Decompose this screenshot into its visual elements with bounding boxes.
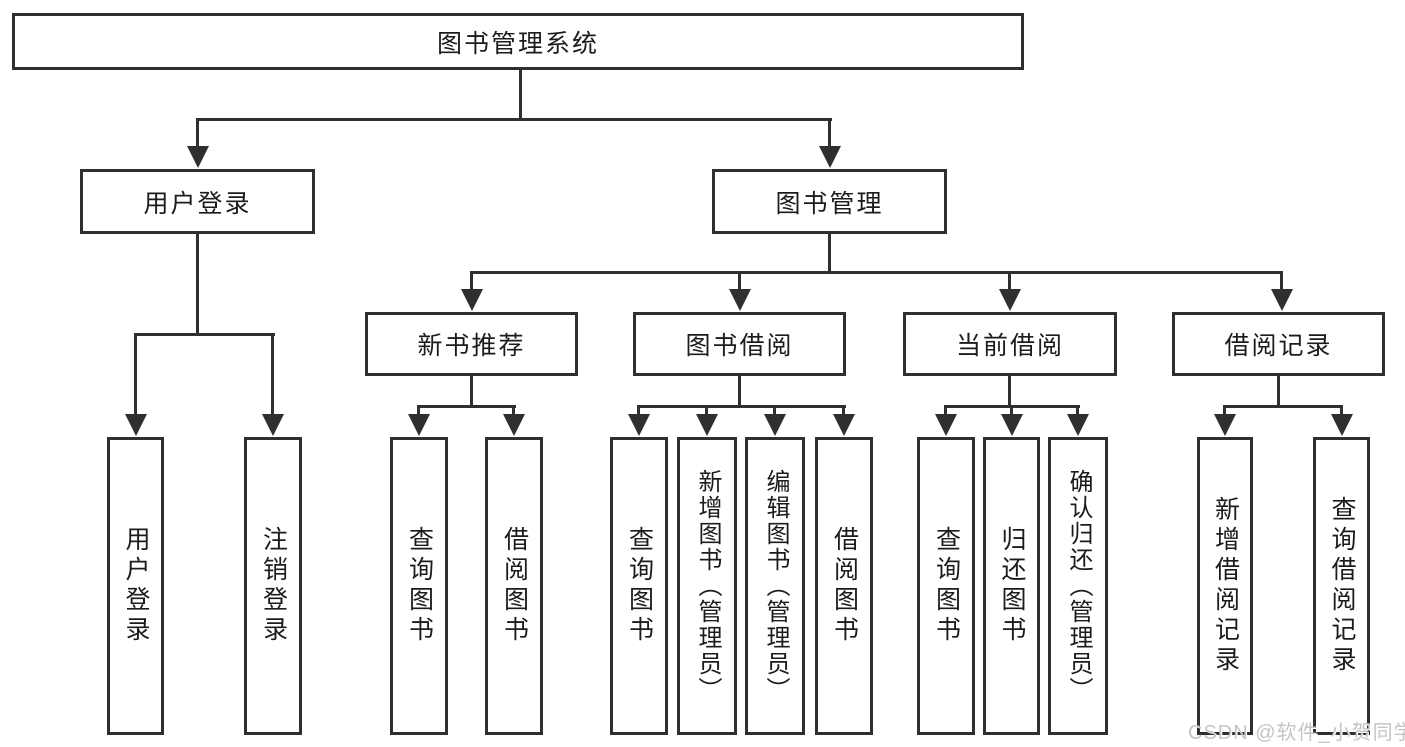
leaf-user-login-label: 用户登录 bbox=[122, 526, 150, 646]
connector-line bbox=[1076, 405, 1079, 414]
leaf-bb-add: 新增图书（管理员） bbox=[677, 437, 737, 735]
connector-line bbox=[271, 333, 274, 414]
connector-line bbox=[470, 271, 1283, 274]
leaf-cb-return-label: 归还图书 bbox=[998, 526, 1026, 646]
leaf-logout-label: 注销登录 bbox=[259, 526, 288, 646]
arrow-down-icon bbox=[935, 414, 957, 436]
node-root: 图书管理系统 bbox=[12, 13, 1024, 70]
arrow-down-icon bbox=[460, 289, 483, 311]
arrow-down-icon bbox=[1330, 414, 1353, 436]
arrow-down-icon bbox=[261, 414, 284, 436]
node-book-mgmt-label: 图书管理 bbox=[775, 189, 884, 218]
node-book-mgmt: 图书管理 bbox=[712, 169, 947, 234]
connector-line bbox=[738, 271, 741, 289]
leaf-nb-borrow-label: 借阅图书 bbox=[500, 526, 529, 646]
connector-line bbox=[1280, 271, 1283, 289]
arrow-down-icon bbox=[124, 414, 147, 436]
connector-line bbox=[842, 405, 845, 414]
node-new-books: 新书推荐 bbox=[365, 312, 578, 376]
leaf-bb-query: 查询图书 bbox=[610, 437, 668, 735]
arrow-down-icon bbox=[1270, 289, 1293, 311]
connector-line bbox=[1277, 376, 1280, 408]
arrow-down-icon bbox=[1067, 414, 1089, 436]
connector-line bbox=[1008, 376, 1011, 408]
node-root-label: 图书管理系统 bbox=[436, 29, 599, 58]
connector-line bbox=[828, 233, 831, 274]
connector-line bbox=[134, 333, 275, 336]
node-borrow-records-label: 借阅记录 bbox=[1224, 332, 1333, 360]
node-new-books-label: 新书推荐 bbox=[417, 332, 526, 360]
leaf-bb-borrow: 借阅图书 bbox=[815, 437, 873, 735]
connector-line bbox=[417, 405, 420, 414]
arrow-down-icon bbox=[999, 289, 1021, 311]
leaf-br-query-label: 查询借阅记录 bbox=[1328, 496, 1356, 676]
leaf-cb-confirm: 确认归还（管理员） bbox=[1048, 437, 1108, 735]
arrow-down-icon bbox=[728, 289, 751, 311]
connector-line bbox=[1223, 405, 1343, 408]
arrow-down-icon bbox=[818, 146, 841, 168]
arrow-down-icon bbox=[1214, 414, 1236, 436]
arrow-down-icon bbox=[764, 414, 786, 436]
leaf-cb-return: 归还图书 bbox=[983, 437, 1040, 735]
node-current-borrow: 当前借阅 bbox=[903, 312, 1117, 376]
leaf-bb-edit: 编辑图书（管理员） bbox=[745, 437, 805, 735]
leaf-bb-add-label: 新增图书（管理员） bbox=[694, 469, 721, 703]
arrow-down-icon bbox=[503, 414, 525, 436]
connector-line bbox=[519, 69, 522, 118]
node-current-borrow-label: 当前借阅 bbox=[955, 332, 1064, 360]
connector-line bbox=[738, 376, 741, 408]
connector-line bbox=[134, 333, 137, 414]
connector-line bbox=[417, 405, 516, 408]
arrow-down-icon bbox=[696, 414, 718, 436]
arrow-down-icon bbox=[1000, 414, 1023, 436]
arrow-down-icon bbox=[186, 146, 209, 168]
connector-line bbox=[705, 405, 708, 414]
leaf-bb-borrow-label: 借阅图书 bbox=[830, 526, 859, 646]
node-borrow-records: 借阅记录 bbox=[1172, 312, 1385, 376]
connector-line bbox=[637, 405, 640, 414]
connector-line bbox=[1223, 405, 1226, 414]
leaf-cb-query-label: 查询图书 bbox=[932, 526, 961, 646]
connector-line bbox=[1010, 405, 1013, 414]
connector-line bbox=[512, 405, 515, 414]
leaf-bb-edit-label: 编辑图书（管理员） bbox=[762, 469, 789, 703]
connector-line bbox=[773, 405, 776, 414]
leaf-cb-query: 查询图书 bbox=[917, 437, 975, 735]
leaf-br-query: 查询借阅记录 bbox=[1313, 437, 1370, 735]
leaf-nb-query: 查询图书 bbox=[390, 437, 448, 735]
node-user-login-label: 用户登录 bbox=[143, 189, 252, 218]
watermark: CSDN @软件_小贺同学 bbox=[1188, 722, 1405, 744]
connector-line bbox=[1340, 405, 1343, 414]
leaf-nb-borrow: 借阅图书 bbox=[485, 437, 543, 735]
node-book-borrow: 图书借阅 bbox=[633, 312, 846, 376]
leaf-br-add: 新增借阅记录 bbox=[1197, 437, 1253, 735]
leaf-br-add-label: 新增借阅记录 bbox=[1211, 496, 1240, 676]
leaf-user-login: 用户登录 bbox=[107, 437, 164, 735]
arrow-down-icon bbox=[408, 414, 430, 436]
leaf-bb-query-label: 查询图书 bbox=[625, 526, 654, 646]
connector-line bbox=[196, 118, 199, 148]
connector-line bbox=[470, 271, 473, 289]
leaf-nb-query-label: 查询图书 bbox=[405, 526, 434, 646]
connector-line bbox=[470, 376, 473, 408]
connector-line bbox=[196, 233, 199, 336]
connector-line bbox=[196, 118, 832, 121]
arrow-down-icon bbox=[833, 414, 855, 436]
leaf-cb-confirm-label: 确认归还（管理员） bbox=[1065, 469, 1092, 703]
leaf-logout: 注销登录 bbox=[244, 437, 302, 735]
connector-line bbox=[944, 405, 947, 414]
node-user-login: 用户登录 bbox=[80, 169, 315, 234]
connector-line bbox=[637, 405, 846, 408]
node-book-borrow-label: 图书借阅 bbox=[685, 332, 794, 360]
connector-line bbox=[1008, 271, 1011, 289]
arrow-down-icon bbox=[628, 414, 650, 436]
connector-line bbox=[828, 118, 831, 148]
